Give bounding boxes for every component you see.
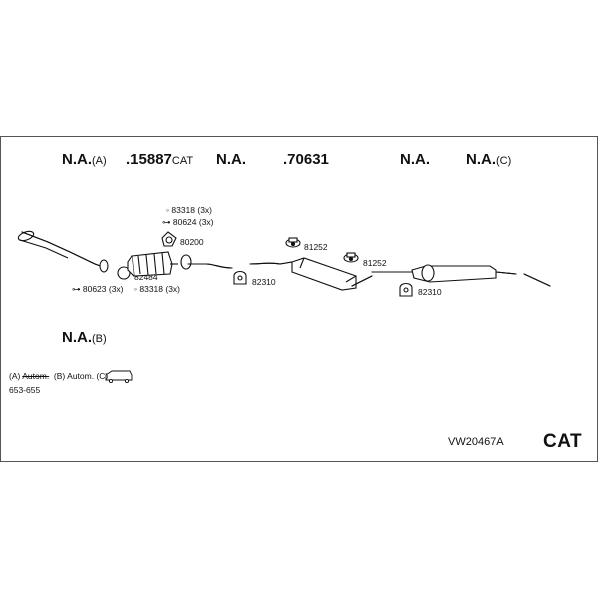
rubber-hanger-82310-a — [233, 270, 247, 285]
years-range: 653-655 — [9, 385, 41, 395]
part-label-80200: 80200 — [180, 237, 204, 247]
part-label-81252-a: 81252 — [304, 242, 328, 252]
rear-silencer — [411, 264, 517, 283]
header-code-na-a: N.A.(A) — [62, 151, 107, 168]
front-pipe — [17, 230, 109, 273]
diagram-frame — [0, 136, 598, 462]
part-label-83318-top: ◦ 83318 (3x) — [166, 205, 213, 215]
part-label-82484: 82484 — [134, 272, 158, 282]
rubber-hanger-82310-b — [399, 282, 413, 297]
header-code-na-c: N.A.(C) — [466, 151, 512, 168]
kit-code: VW20467A — [448, 436, 504, 448]
seal-ring-82484 — [117, 266, 131, 280]
header-code-na-2: N.A. — [400, 151, 430, 168]
header-code-na: N.A. — [216, 151, 246, 168]
rubber-mount-81252-b — [343, 252, 359, 263]
intermediate-pipe — [180, 254, 233, 270]
estate-car-icon — [105, 370, 133, 384]
part-label-82310-a: 82310 — [252, 277, 276, 287]
gasket-80200 — [161, 231, 177, 247]
part-label-83318-bottom: ◦ 83318 (3x) — [134, 284, 181, 294]
part-label-80623: ⊶ 80623 (3x) — [72, 284, 124, 294]
catalyst-type: CAT — [543, 431, 583, 452]
part-label-81252-b: 81252 — [363, 258, 387, 268]
header-code-na-b: N.A.(B) — [62, 329, 107, 346]
part-label-82310-b: 82310 — [418, 287, 442, 297]
tail-pipe — [523, 273, 551, 287]
part-label-80624: ⊶ 80624 (3x) — [162, 217, 214, 227]
header-code-15887: .15887CAT — [126, 151, 194, 168]
header-code-70631: .70631 — [283, 151, 329, 168]
center-silencer — [249, 257, 373, 291]
rubber-mount-81252-a — [285, 237, 301, 248]
catalytic-converter — [127, 251, 178, 277]
variant-legend: (A) Autom. (B) Autom. (C) — [9, 371, 109, 381]
